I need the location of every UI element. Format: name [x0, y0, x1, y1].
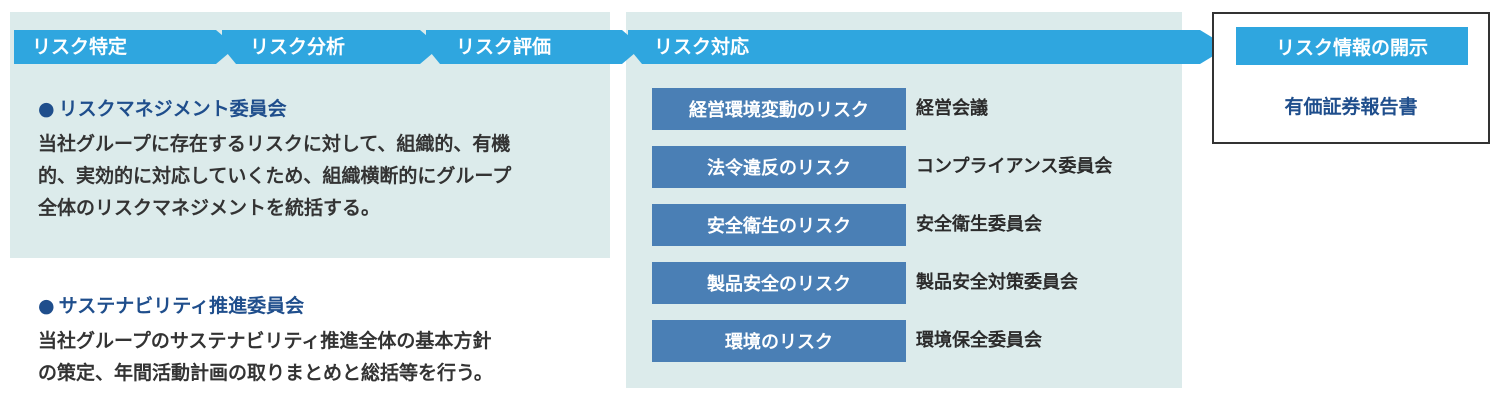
step-label-analyze: リスク分析	[250, 36, 346, 58]
risk-box-product-safety: 製品安全のリスク	[652, 262, 906, 304]
step-label-evaluate: リスク評価	[456, 36, 552, 58]
risk-box-business-environment: 経営環境変動のリスク	[652, 88, 906, 130]
committee-title-text: サステナビリティ推進委員会	[58, 295, 305, 317]
step-arrow-evaluate	[426, 30, 642, 64]
risk-box-environment: 環境のリスク	[652, 320, 906, 362]
risk-owner-legal-violation: コンプライアンス委員会	[916, 156, 1113, 177]
description-line: 当社グループのサステナビリティ推進全体の基本方針	[38, 330, 492, 352]
step-arrow-analyze	[222, 30, 440, 64]
risk-owner-product-safety: 製品安全対策委員会	[916, 272, 1078, 293]
disclosure-header: リスク情報の開示	[1236, 27, 1468, 65]
sustainability-committee-description: 当社グループのサステナビリティ推進全体の基本方針 の策定、年間活動計画の取りまと…	[38, 325, 493, 389]
description-line: 的、実効的に対応していくため、組織横断的にグループ	[38, 165, 512, 187]
risk-box-health-safety: 安全衛生のリスク	[652, 204, 906, 246]
risk-owner-health-safety: 安全衛生委員会	[916, 214, 1042, 235]
bullet-icon: ●	[38, 98, 55, 120]
committee-title-text: リスクマネジメント委員会	[58, 98, 287, 120]
description-line: の策定、年間活動計画の取りまとめと総括等を行う。	[38, 362, 493, 384]
step-arrow-respond	[628, 30, 1228, 64]
description-line: 全体のリスクマネジメントを統括する。	[38, 197, 381, 219]
bullet-icon: ●	[38, 295, 55, 317]
risk-management-committee-title: ●リスクマネジメント委員会	[38, 94, 287, 121]
step-label-identify: リスク特定	[32, 36, 128, 58]
risk-box-legal-violation: 法令違反のリスク	[652, 146, 906, 188]
risk-management-committee-description: 当社グループに存在するリスクに対して、組織的、有機 的、実効的に対応していくため…	[38, 128, 511, 224]
step-arrow-identify	[14, 30, 236, 64]
sustainability-committee-title: ●サステナビリティ推進委員会	[38, 291, 304, 318]
description-line: 当社グループに存在するリスクに対して、組織的、有機	[38, 133, 511, 155]
securities-report-label: 有価証券報告書	[1284, 96, 1418, 118]
risk-owner-business-environment: 経営会議	[916, 98, 988, 119]
risk-owner-environment: 環境保全委員会	[916, 330, 1042, 351]
step-label-respond: リスク対応	[654, 36, 750, 58]
